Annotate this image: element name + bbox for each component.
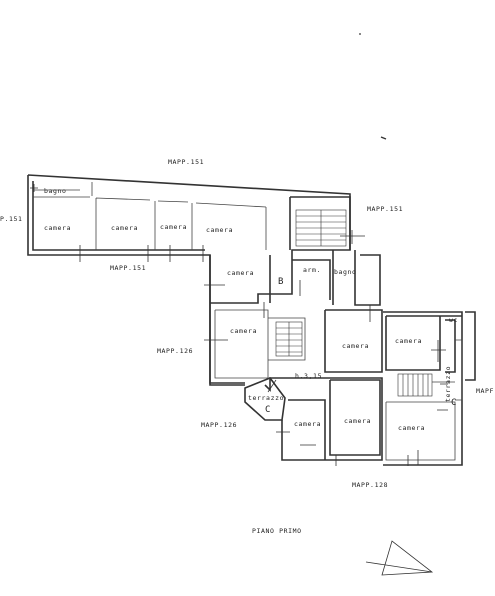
label-floor-title: PIANO PRIMO (252, 527, 302, 535)
wall-left-middle (214, 309, 306, 379)
label-letter-c-right: C (451, 398, 456, 408)
stair-middle-treads (276, 322, 302, 356)
label-mapp-151-right: MAPP.151 (367, 205, 403, 213)
label-arm: arm. (303, 266, 321, 274)
stair-right (397, 373, 433, 397)
label-mapp-126-left: MAPP.126 (157, 347, 193, 355)
wall-right-middle (324, 309, 383, 373)
stair-block-top (289, 196, 351, 250)
wall-right-lower (385, 381, 456, 461)
label-bagno-2: bagno (334, 268, 357, 276)
label-camera-8: camera (395, 337, 422, 345)
label-camera-7: camera (342, 342, 369, 350)
label-bagno-top: bagno (44, 187, 67, 195)
label-wc: wc (449, 316, 458, 324)
stair-top-treads (296, 210, 346, 246)
label-camera-10: camera (344, 417, 371, 425)
terrazzo-left (244, 377, 286, 421)
label-letter-b: B (278, 277, 283, 287)
label-camera-6: camera (230, 327, 257, 335)
wall-far-right (383, 311, 476, 466)
terrazzo-right-strip (455, 339, 463, 401)
label-terrazzo-right: terrazzo (444, 366, 452, 402)
labels: MAPP.151 P.151 MAPP.151 MAPP.151 MAPP.12… (0, 158, 494, 535)
wall-lower-central (288, 379, 381, 460)
label-camera-4: camera (206, 226, 233, 234)
label-mapp-126-mid: MAPP.126 (201, 421, 237, 429)
label-camera-2: camera (111, 224, 138, 232)
label-mapp-right-edge: MAPF (476, 387, 494, 395)
stair-right-treads (402, 374, 429, 396)
north-arrow-icon (365, 540, 434, 576)
label-camera-1: camera (44, 224, 71, 232)
label-mapp-151-mid: MAPP.151 (110, 264, 146, 272)
label-height: h.3,15 (295, 372, 322, 380)
label-camera-9: camera (294, 420, 321, 428)
wall-central (209, 250, 383, 461)
label-mapp-151-top: MAPP.151 (168, 158, 204, 166)
stray-mark (380, 136, 387, 140)
walls (27, 174, 476, 466)
corridor-lines (33, 182, 267, 250)
label-terrazzo-left: terrazzo (248, 394, 284, 402)
label-camera-5: camera (227, 269, 254, 277)
label-mapp-128-bottom: MAPP.128 (352, 481, 388, 489)
label-camera-11: camera (398, 424, 425, 432)
label-mapp-151-left: P.151 (0, 215, 23, 223)
label-letter-c-left: C (265, 405, 270, 415)
label-camera-3: camera (160, 223, 187, 231)
tick-marks (30, 184, 448, 466)
stray-dot (359, 33, 361, 35)
